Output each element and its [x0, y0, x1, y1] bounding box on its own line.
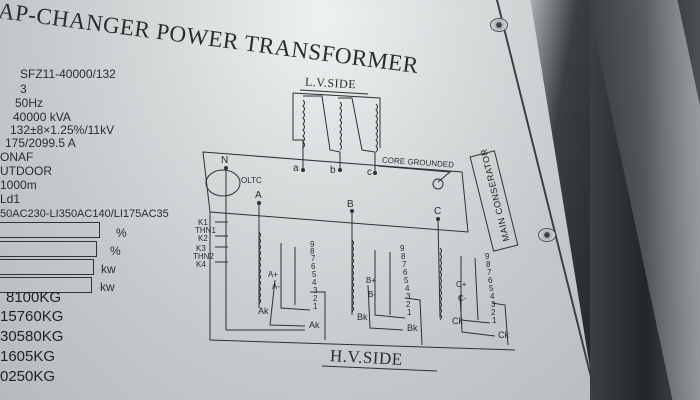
weight-value: 0250KG	[0, 368, 56, 385]
unit-label: %	[116, 226, 127, 240]
unit-label: kw	[101, 262, 116, 276]
tap-label: 9	[485, 252, 490, 261]
rated-voltage: 132±8×1.25%/11kV	[10, 123, 115, 137]
blank-field	[0, 222, 100, 238]
unit-label: %	[110, 244, 121, 258]
tap-label: 5	[312, 270, 317, 279]
phase-a-end-terminal: Ak	[309, 320, 320, 330]
tap-label: 4	[312, 278, 317, 287]
tap-label: 4	[490, 292, 495, 301]
phase-c-plus: C+	[456, 280, 467, 289]
phase-b-end: Bk	[357, 312, 368, 322]
oltc-label: OLTC	[241, 176, 262, 185]
insulation-level: 50AC230-LI350AC140/LI175AC35	[0, 208, 169, 220]
tap-label: 1	[492, 316, 497, 325]
tap-label: 9	[400, 244, 405, 253]
tap-label: 3	[406, 292, 411, 301]
weight-value: 30580KG	[0, 328, 64, 345]
tap-label: 3	[313, 286, 318, 295]
unit-label: kw	[100, 280, 115, 294]
hv-side-label: H.V.SIDE	[329, 346, 404, 369]
metal-plate	[0, 0, 600, 400]
tap-label: 2	[491, 308, 496, 317]
terminal-c-label: c	[367, 167, 372, 178]
tap-label: 6	[403, 268, 408, 277]
phase-b-end-terminal: Bk	[407, 323, 418, 333]
blank-field	[0, 241, 97, 257]
ct-k3-label: K3	[196, 244, 206, 253]
weight-value: 15760KG	[0, 308, 64, 325]
tap-label: 8	[486, 260, 491, 269]
terminal-A-label: A	[255, 190, 262, 201]
phase-b-minus: B-	[368, 290, 376, 299]
altitude: 1000m	[0, 178, 37, 192]
tap-label: 1	[313, 302, 318, 311]
model-number: SFZ11-40000/132	[20, 67, 116, 81]
tap-label: 2	[313, 294, 318, 303]
terminal-C-label: C	[434, 206, 442, 217]
terminal-b-label: b	[330, 165, 336, 176]
lv-side-label: L.V.SIDE	[304, 74, 357, 92]
tap-label: 6	[311, 262, 316, 271]
tap-label: 8	[401, 252, 406, 261]
tap-label: 7	[402, 260, 407, 269]
mounting-screw	[490, 18, 508, 32]
blank-field	[0, 259, 94, 275]
phase-a-minus: A-	[272, 282, 280, 291]
tap-label: 9	[310, 240, 315, 249]
phase-c-end: Ck	[452, 316, 463, 326]
terminal-B-label: B	[347, 199, 354, 210]
ct-k1-label: K1	[198, 218, 208, 227]
tap-label: 6	[488, 276, 493, 285]
phase-a-end: Ak	[258, 306, 269, 316]
tap-label: 4	[405, 284, 410, 293]
phase-count: 3	[20, 82, 27, 96]
cooling-method: ONAF	[0, 150, 34, 164]
tap-label: 8	[310, 247, 315, 256]
ct-thn1-label: THN1	[195, 226, 216, 235]
tap-label: 7	[487, 268, 492, 277]
tap-label: 5	[404, 276, 409, 285]
ct-thn2-label: THN2	[193, 252, 214, 261]
tap-label: 7	[311, 254, 316, 263]
tap-label: 2	[406, 300, 411, 309]
frequency: 50Hz	[15, 96, 44, 110]
tap-label: 5	[489, 284, 494, 293]
tap-label: 1	[407, 308, 412, 317]
terminal-n-label: N	[221, 155, 229, 166]
weight-value: 8100KG	[6, 289, 62, 306]
rated-capacity: 40000 kVA	[13, 110, 71, 124]
phase-a-plus: A+	[268, 270, 279, 279]
installation-type: UTDOOR	[0, 164, 52, 178]
blank-field	[0, 277, 92, 293]
mounting-screw	[538, 228, 556, 242]
terminal-a-label: a	[293, 163, 299, 174]
phase-c-end-terminal: Ck	[498, 330, 509, 340]
ct-k2-label: K2	[198, 234, 208, 243]
phase-b-plus: B+	[366, 276, 377, 285]
rated-current: 175/2099.5 A	[5, 136, 76, 150]
tap-label: 3	[491, 300, 496, 309]
vector-group: Ld1	[0, 192, 21, 206]
weight-value: 1605KG	[0, 348, 56, 365]
ct-k4-label: K4	[196, 260, 206, 269]
phase-c-minus: C-	[458, 294, 467, 303]
